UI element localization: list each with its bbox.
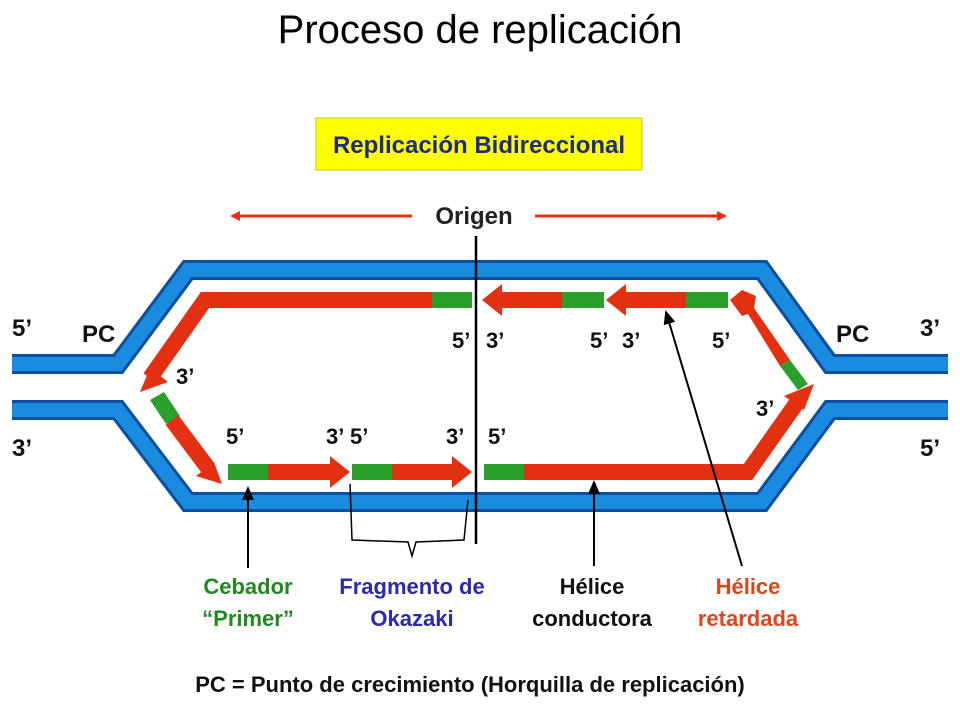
strand-label: 5’ <box>712 328 730 353</box>
primer-top-2 <box>686 292 728 308</box>
legend-primer-line1: Cebador <box>203 574 293 599</box>
footer-note: PC = Punto de crecimiento (Horquilla de … <box>195 672 745 697</box>
end-label-left-bottom: 3’ <box>12 435 32 462</box>
end-label-left-top: 5’ <box>12 315 32 342</box>
page-title: Proceso de replicación <box>277 8 683 52</box>
legend-leading-line2: conductora <box>532 606 653 631</box>
legend-okazaki-line2: Okazaki <box>370 606 453 631</box>
primer-bottom-1 <box>228 464 268 480</box>
top-left-strand-head <box>140 368 168 392</box>
legend-lagging-line2: retardada <box>698 606 799 631</box>
leading-strand-head <box>784 384 814 410</box>
primer-top-origin <box>432 292 472 308</box>
primer-bottom-2 <box>352 464 392 480</box>
strand-label: 5’ <box>350 424 368 449</box>
legend-leading-line1: Hélice <box>560 574 625 599</box>
strand-label: 3’ <box>176 364 194 389</box>
strand-label: 5’ <box>590 328 608 353</box>
strand-label: 3’ <box>622 328 640 353</box>
left-diag-strand <box>165 415 215 473</box>
legend-primer-line2: “Primer” <box>202 606 294 631</box>
fragment-top-3 <box>730 290 790 366</box>
new-strands <box>140 284 814 488</box>
leading-strand-bottom <box>524 399 803 480</box>
strand-label: 3’ <box>326 424 344 449</box>
fragment-bottom-2 <box>392 456 472 488</box>
strand-label: 5’ <box>488 424 506 449</box>
legend-okazaki-line1: Fragmento de <box>339 574 484 599</box>
primer-bottom-origin <box>484 464 524 480</box>
lagging-pointer <box>663 310 743 567</box>
strand-label: 3’ <box>446 424 464 449</box>
fork-label-left: PC <box>82 321 115 348</box>
banner-text: Replicación Bidireccional <box>333 132 625 159</box>
fork-label-right: PC <box>836 321 869 348</box>
strand-label: 3’ <box>486 328 504 353</box>
legend-lagging-line1: Hélice <box>716 574 781 599</box>
origin-label: Origen <box>435 203 512 230</box>
strand-label: 5’ <box>226 424 244 449</box>
fragment-top-2 <box>606 284 686 316</box>
primer-top-1 <box>562 292 604 308</box>
strand-label: 3’ <box>756 396 774 421</box>
strand-label: 5’ <box>452 328 470 353</box>
fragment-top-1 <box>482 284 562 316</box>
banner-box <box>315 117 643 171</box>
fragment-bottom-1 <box>268 456 350 488</box>
left-diag-strand-head <box>196 462 222 484</box>
end-label-right-bottom: 5’ <box>920 435 940 462</box>
primer-top-3 <box>780 360 808 390</box>
end-label-right-top: 3’ <box>920 315 940 342</box>
top-left-strand <box>143 292 432 383</box>
primer-left-diag <box>150 392 180 424</box>
okazaki-brace <box>349 483 469 559</box>
